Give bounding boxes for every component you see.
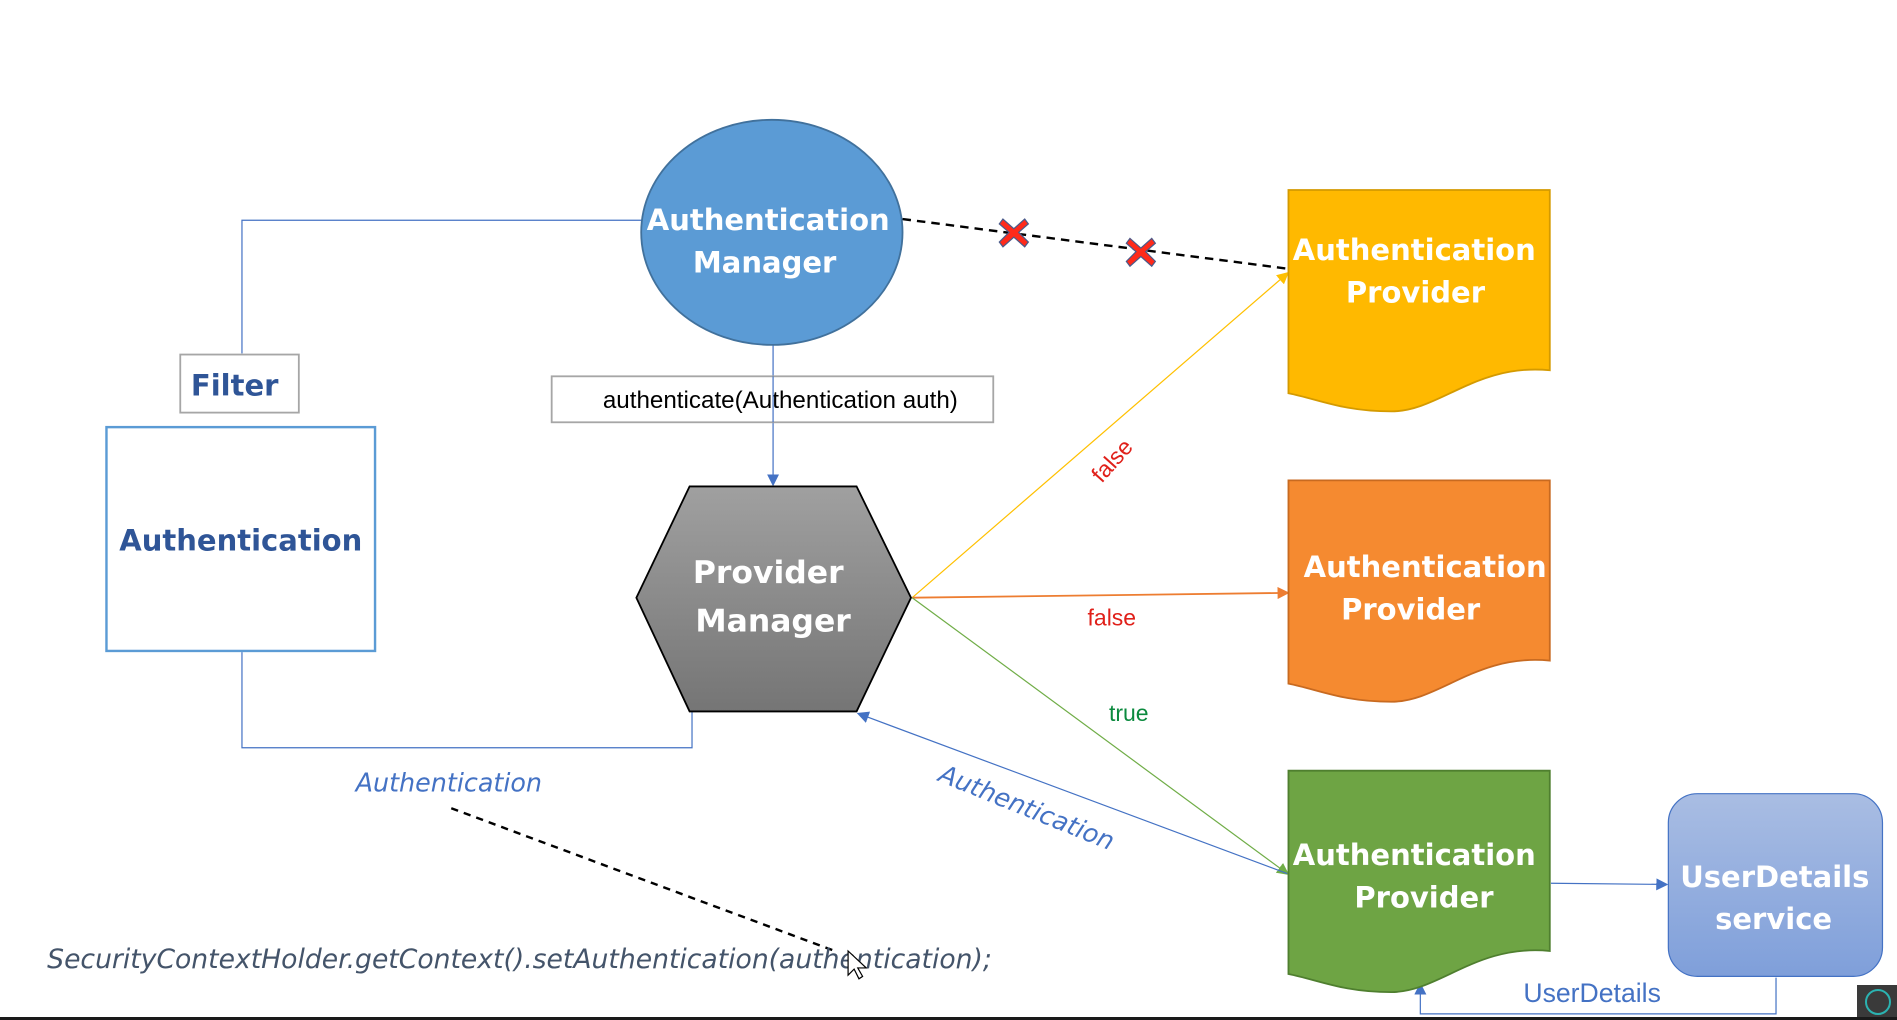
provider-3-line2: Provider xyxy=(1354,880,1494,914)
userdetails-service-node: UserDetails service xyxy=(1667,793,1884,977)
orange-provider-arrow xyxy=(912,586,1290,600)
returned-authentication-label: Authentication xyxy=(933,758,1119,856)
authentication-provider-2: Authentication Provider xyxy=(1287,479,1551,703)
authentication-provider-3: Authentication Provider xyxy=(1287,769,1551,994)
dashed-manager-to-provider-line xyxy=(902,217,1288,270)
green-provider-arrow xyxy=(911,597,1290,875)
provider-1-line2: Provider xyxy=(1346,276,1486,310)
filter-authentication-label: Authentication xyxy=(354,767,542,797)
blocked-x-icon xyxy=(1125,237,1157,268)
authentication-manager-node: Authentication Manager xyxy=(640,118,904,346)
authenticate-method-label: authenticate(Authentication auth) xyxy=(603,387,958,414)
filter-label: Filter xyxy=(191,369,279,403)
userdetails-service-line2: service xyxy=(1715,902,1832,936)
authentication-manager-line1: Authentication xyxy=(647,203,890,237)
mouse-cursor-icon xyxy=(847,949,868,980)
authentication-object-node: Authentication xyxy=(105,425,377,653)
provider-3-result-label: true xyxy=(1109,700,1149,726)
channel-logo-icon xyxy=(1857,985,1897,1017)
provider-1-line1: Authentication xyxy=(1293,233,1536,267)
authentication-object-label: Authentication xyxy=(119,524,362,558)
provider-manager-node: Provider Manager xyxy=(635,485,913,713)
yellow-provider-arrow xyxy=(911,271,1290,599)
provider-1-result-label: false xyxy=(1086,434,1138,487)
userdetails-return-connector xyxy=(1414,977,1777,1015)
bottom-border xyxy=(0,1017,1897,1020)
provider-3-line1: Authentication xyxy=(1293,838,1536,872)
provider-2-line1: Authentication xyxy=(1304,550,1547,584)
filter-to-manager-connector xyxy=(241,219,643,354)
provider-manager-line2: Manager xyxy=(695,604,851,640)
provider-manager-line1: Provider xyxy=(693,555,844,591)
authentication-back-arrow xyxy=(856,711,1288,875)
filter-node: Filter xyxy=(179,353,300,414)
provider-2-line2: Provider xyxy=(1341,592,1481,626)
authentication-provider-1: Authentication Provider xyxy=(1287,189,1551,413)
authentication-return-connector xyxy=(241,652,693,749)
userdetails-return-label: UserDetails xyxy=(1523,978,1661,1008)
dashed-code-pointer xyxy=(450,807,836,953)
blocked-x-icon xyxy=(998,218,1030,248)
provider-2-result-label: false xyxy=(1088,605,1137,631)
provider-to-userdetails-arrow xyxy=(1550,878,1669,891)
security-context-code-line: SecurityContextHolder.getContext().setAu… xyxy=(47,944,992,975)
authentication-manager-line2: Manager xyxy=(693,245,837,279)
userdetails-service-line1: UserDetails xyxy=(1680,860,1869,894)
